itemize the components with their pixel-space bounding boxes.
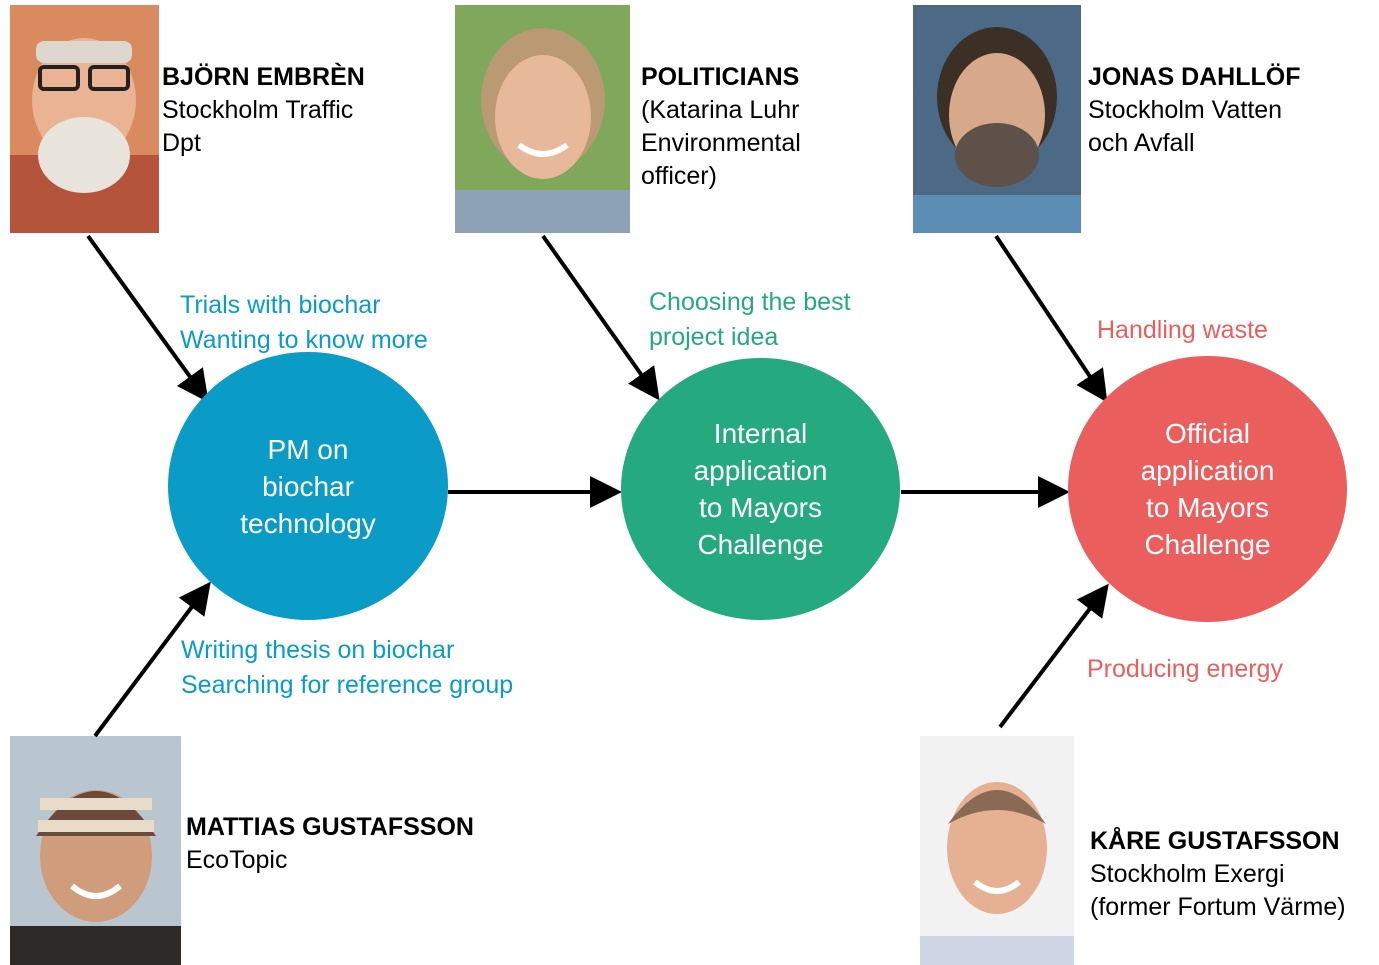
- node-text: Challenge: [1144, 529, 1271, 560]
- caption-line: Writing thesis on biochar: [181, 636, 455, 664]
- caption-line: Searching for reference group: [181, 671, 514, 699]
- caption-line: project idea: [649, 323, 779, 351]
- arrow-politicians-to-internal: [541, 234, 660, 401]
- node-text: biochar: [262, 470, 354, 502]
- person-name: BJÖRN EMBRÈN: [162, 63, 365, 91]
- person-label-jonas: JONAS DAHLLÖF Stockholm Vatten och Avfal…: [1088, 61, 1301, 160]
- person-affiliation: (Katarina Luhr: [641, 96, 800, 124]
- node-pm-biochar: PM on biochar technology: [168, 352, 448, 620]
- person-label-mattias: MATTIAS GUSTAFSSON EcoTopic: [186, 811, 474, 877]
- caption-line: Wanting to know more: [180, 326, 428, 354]
- node-internal-application: Internal application to Mayors Challenge: [621, 358, 900, 620]
- caption-choosing: Choosing the best project idea: [649, 285, 851, 355]
- portrait-jonas-icon: [913, 5, 1081, 233]
- node-text: PM on: [267, 433, 349, 465]
- portrait-mattias-icon: [10, 736, 181, 965]
- caption-handling-waste: Handling waste: [1097, 313, 1268, 348]
- caption-trials: Trials with biochar Wanting to know more: [180, 288, 428, 358]
- person-name: MATTIAS GUSTAFSSON: [186, 813, 474, 841]
- portrait-kare-icon: [920, 736, 1074, 965]
- node-text: Challenge: [697, 529, 824, 560]
- person-affiliation: Stockholm Vatten: [1088, 96, 1283, 124]
- photo-bjorn-embren: [10, 5, 159, 233]
- person-label-bjorn: BJÖRN EMBRÈN Stockholm Traffic Dpt: [162, 61, 365, 160]
- portrait-bjorn-icon: [10, 5, 159, 233]
- person-affiliation: Dpt: [162, 129, 201, 157]
- person-affiliation: officer): [641, 162, 717, 190]
- caption-thesis: Writing thesis on biochar Searching for …: [181, 633, 513, 703]
- photo-mattias-gustafsson: [10, 736, 181, 965]
- caption-line: Trials with biochar: [180, 291, 381, 319]
- caption-producing-energy: Producing energy: [1087, 652, 1283, 687]
- node-official-application: Official application to Mayors Challenge: [1068, 356, 1347, 622]
- node-text: to Mayors: [1146, 492, 1269, 523]
- person-label-kare: KÅRE GUSTAFSSON Stockholm Exergi (former…: [1090, 825, 1346, 924]
- caption-line: Handling waste: [1097, 316, 1268, 344]
- person-affiliation: Stockholm Exergi: [1090, 860, 1285, 888]
- photo-jonas-dahllof: [913, 5, 1081, 233]
- node-text: to Mayors: [699, 492, 822, 523]
- node-text: Internal: [713, 418, 808, 449]
- caption-line: Producing energy: [1087, 655, 1283, 683]
- person-name: POLITICIANS: [641, 63, 800, 91]
- person-affiliation: (former Fortum Värme): [1090, 893, 1346, 921]
- person-name: KÅRE GUSTAFSSON: [1090, 827, 1340, 855]
- arrow-jonas-to-official: [994, 234, 1108, 403]
- person-label-politicians: POLITICIANS (Katarina Luhr Environmental…: [641, 61, 801, 193]
- person-affiliation: Environmental: [641, 129, 801, 157]
- node-text: technology: [240, 507, 376, 539]
- portrait-katarina-icon: [455, 5, 630, 233]
- node-text: Official: [1164, 418, 1251, 449]
- person-affiliation: och Avfall: [1088, 129, 1195, 157]
- node-text: application: [693, 455, 828, 486]
- photo-kare-gustafsson: [920, 736, 1074, 965]
- caption-line: Choosing the best: [649, 288, 851, 316]
- person-name: JONAS DAHLLÖF: [1088, 63, 1301, 91]
- person-affiliation: Stockholm Traffic: [162, 96, 354, 124]
- node-text: application: [1140, 455, 1275, 486]
- photo-politicians: [455, 5, 630, 233]
- person-affiliation: EcoTopic: [186, 846, 288, 874]
